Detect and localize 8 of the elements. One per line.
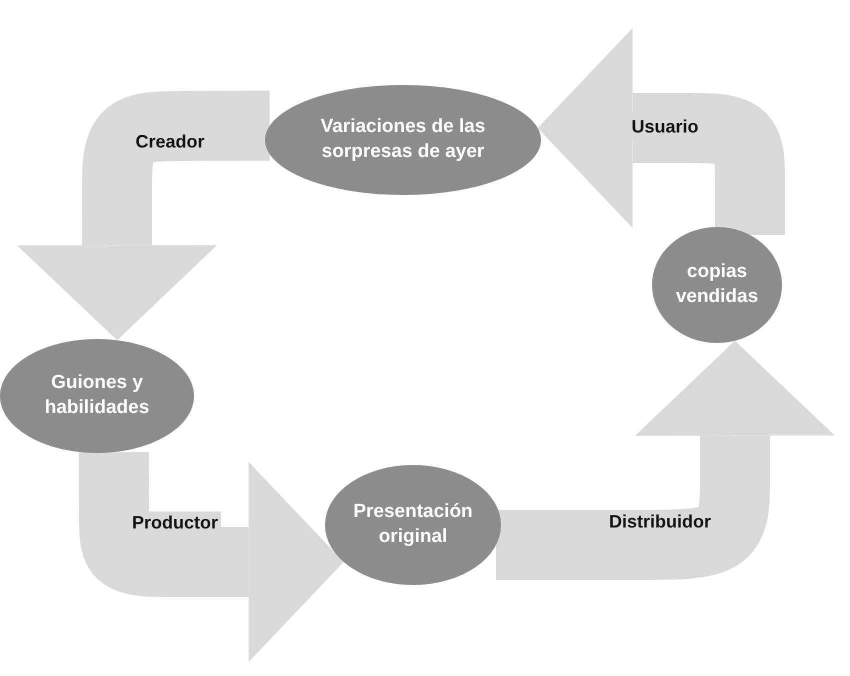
node-label: Variaciones de las sorpresas de ayer xyxy=(320,115,486,164)
ellipse-node xyxy=(265,85,541,195)
node-label: Guiones y habilidades xyxy=(44,371,150,420)
node-label: copias vendidas xyxy=(674,260,760,309)
ellipse-node xyxy=(652,227,782,343)
ellipse-node xyxy=(0,339,194,453)
node-label: Presentación original xyxy=(352,500,474,549)
ellipse-node xyxy=(325,465,501,585)
